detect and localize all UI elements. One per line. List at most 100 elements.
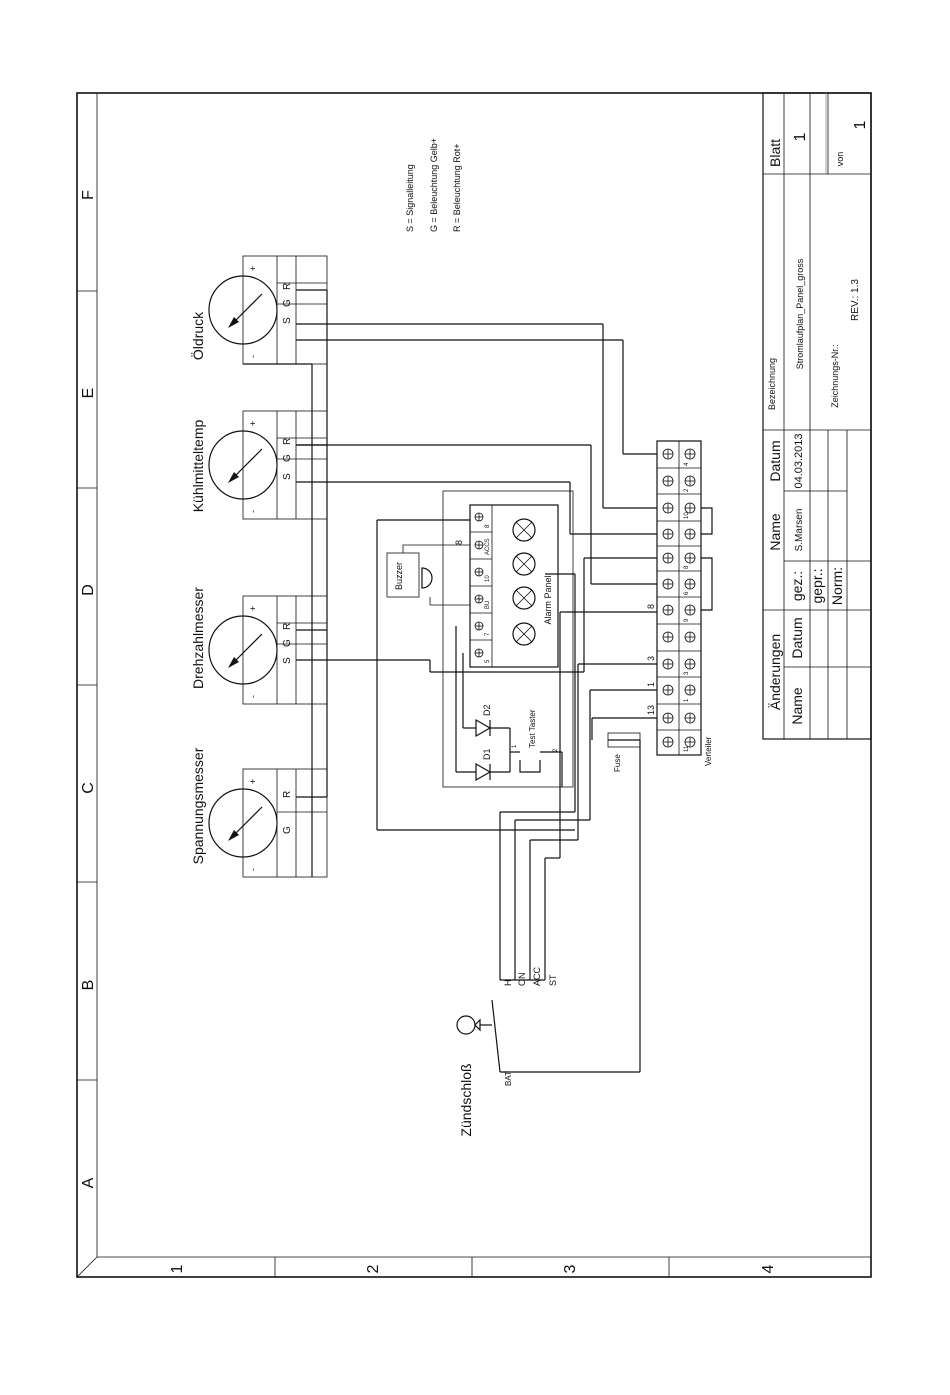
title-col-name-left: Name [789, 687, 805, 725]
gauge-kuehlmitteltemp: Kühlmitteltemp S G R + - [190, 410, 328, 520]
gauge-terminal-r: R [282, 283, 293, 290]
column-label-a: A [80, 1177, 97, 1188]
ignition-out-on: ON [517, 973, 527, 987]
gauge-title-spannungsmesser: Spannungsmesser [190, 747, 206, 864]
screw-terminal-icon [662, 448, 696, 748]
gauge-terminal-g: G [282, 639, 293, 647]
gauge-terminal-r: R [282, 791, 293, 798]
gauge-terminal-r: R [282, 438, 293, 445]
alarm-panel: Alarm Panel 5 7 BU 10 ACCS 8 8 Buzzer [386, 490, 574, 788]
gauge-terminal-g: G [282, 454, 293, 462]
diode-d1-label: D1 [482, 748, 492, 760]
title-gez: gez.: [789, 571, 805, 601]
gauge-minus: - [248, 868, 258, 871]
row-label-4: 4 [760, 1264, 777, 1273]
title-gepr: gepr.: [809, 568, 825, 603]
gauge-needle-icon [231, 806, 263, 838]
gauge-terminal-r: R [282, 623, 293, 630]
legend-r: R = Beleuchtung Rot+ [452, 143, 462, 232]
diode-d1: D1 [455, 626, 510, 782]
distributor-num-6: 6 [684, 591, 690, 595]
fuse: Fuse [607, 732, 641, 772]
alarm-lamp-icon [512, 518, 536, 542]
gauge-oeldruck: Öldruck S G R + - [189, 255, 328, 365]
distributor-label: Verteiler [704, 736, 713, 766]
ignition-out-st: ST [548, 974, 558, 986]
title-block: Änderungen Name Datum Datum Name gez.: g… [762, 92, 872, 740]
ignition-switch: Zündschloß BAT H ON ACC ST [456, 966, 558, 1137]
gauge-terminal-s: S [282, 317, 293, 324]
diode-d2: D2 [462, 653, 511, 772]
gauge-title-drehzahlmesser: Drehzahlmesser [190, 587, 206, 689]
title-col-datum-left: Datum [789, 617, 805, 658]
gauge-plus: + [248, 606, 258, 611]
alarm-lamp-icon [512, 586, 536, 610]
diode-d2-label: D2 [482, 704, 492, 716]
gauge-plus: + [248, 779, 258, 784]
gauge-needle-icon [231, 293, 263, 325]
title-aenderungen: Änderungen [767, 634, 783, 710]
alarm-pin-bu: BU [485, 601, 491, 609]
title-rev: REV.: 1.3 [850, 279, 861, 321]
alarm-lamp-icon [512, 622, 536, 646]
row-labels: 1 2 3 4 [169, 1264, 777, 1273]
wire-label-1: 1 [646, 682, 656, 687]
distributor-num-1: 1 [684, 698, 690, 702]
ignition-title: Zündschloß [458, 1063, 474, 1136]
gauge-plus: + [248, 266, 258, 271]
alarm-pin-5: 5 [485, 659, 491, 663]
title-zeichnungsnr-label: Zeichnungs-Nr.: [830, 344, 840, 408]
fuse-label: Fuse [613, 754, 622, 772]
row-label-3: 3 [562, 1264, 579, 1273]
gauge-terminal-s: S [282, 657, 293, 664]
column-label-f: F [80, 190, 97, 200]
distributor-num-8: 8 [684, 565, 690, 569]
gauge-drehzahlmesser: Drehzahlmesser S G R + - [190, 587, 328, 705]
alarm-pin-accs: ACCS [485, 538, 491, 555]
legend-g: G = Beleuchtung Gelb+ [429, 138, 439, 232]
buzzer-label: Buzzer [394, 562, 404, 590]
wire-label-13: 13 [646, 705, 656, 715]
screw-terminal-icon [474, 512, 484, 658]
legend-s: S = Signalleitung [405, 164, 415, 232]
alarm-pin-10: 10 [485, 575, 491, 582]
title-von-value: 1 [852, 120, 869, 129]
title-bezeichnung-value: Stromlaufplan_Panel_gross [795, 258, 805, 369]
title-datum-value: 04.03.2013 [793, 433, 805, 488]
wires [243, 289, 713, 1073]
column-label-b: B [80, 980, 97, 991]
column-labels: A B C D E F [80, 190, 97, 1188]
title-col-datum: Datum [767, 440, 783, 481]
gauge-needle-icon [231, 633, 263, 665]
gauge-spannungsmesser: Spannungsmesser G R + - [190, 747, 328, 878]
gauge-terminal-g: G [282, 299, 293, 307]
row-label-1: 1 [169, 1264, 186, 1273]
wire-labels: 8 3 1 13 [646, 604, 656, 715]
legend: S = Signalleitung G = Beleuchtung Gelb+ … [405, 138, 462, 232]
column-label-c: C [80, 782, 97, 794]
gauge-title-kuehlmitteltemp: Kühlmitteltemp [190, 419, 206, 512]
alarm-lamp-icon [512, 552, 536, 576]
title-name-value: S.Marsen [794, 509, 805, 552]
title-bezeichnung-label: Bezeichnung [767, 358, 777, 410]
test-button-label: Test Taster [528, 709, 537, 748]
wire-label-3: 3 [646, 656, 656, 661]
column-label-d: D [80, 584, 97, 596]
distributor-num-3: 3 [684, 671, 690, 675]
distributor-num-4: 4 [684, 462, 690, 466]
distributor-num-10: 10 [684, 512, 690, 519]
test-button-pin1: 1 [512, 744, 518, 748]
title-von-label: von [835, 152, 845, 167]
column-label-e: E [80, 388, 97, 399]
alarm-pin-8: 8 [485, 524, 491, 528]
distributor-num-9: 9 [684, 618, 690, 622]
ignition-out-acc: ACC [532, 966, 542, 986]
test-button-pin2: 2 [553, 748, 559, 752]
gauge-minus: - [248, 510, 258, 513]
title-blatt-label: Blatt [767, 139, 783, 167]
gauge-terminal-g: G [282, 826, 293, 834]
wire-label-8: 8 [646, 604, 656, 609]
distributor-block: Verteiler 4 2 10 8 6 9 3 1 11 [656, 440, 713, 766]
row-label-2: 2 [365, 1264, 382, 1273]
